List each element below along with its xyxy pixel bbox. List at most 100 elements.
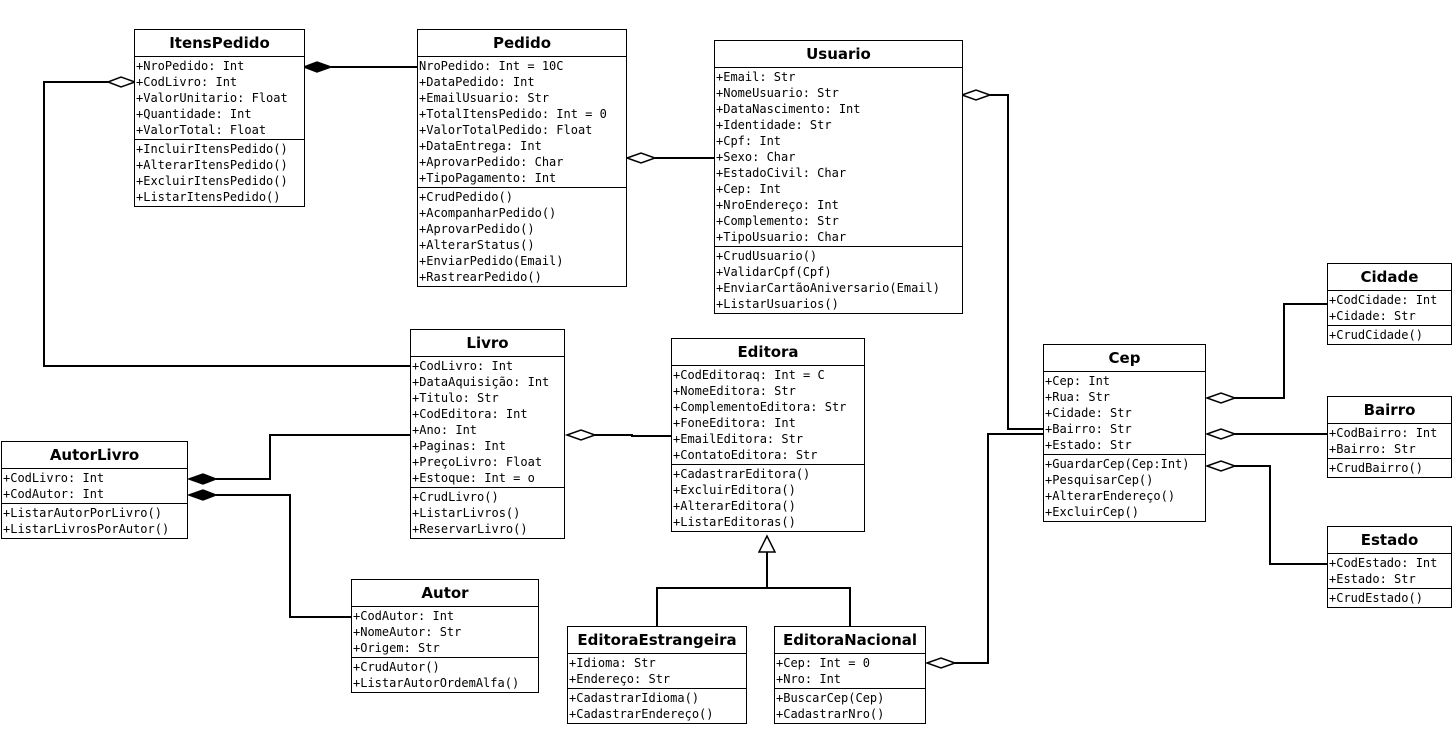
class-usuario: Usuario+Email: Str+NomeUsuario: Str+Data… <box>714 40 963 314</box>
class-method: +ListarItensPedido() <box>136 190 281 204</box>
class-attribute: +Cep: Int <box>1045 374 1111 388</box>
class-attribute: +CodAutor: Int <box>353 609 455 623</box>
class-name: Autor <box>352 580 538 607</box>
class-method: +CadastrarEditora() <box>673 467 811 481</box>
class-methods-section: +GuardarCep(Cep:Int)+PesquisarCep()+Alte… <box>1044 455 1205 521</box>
class-method: +CrudLivro() <box>412 490 499 504</box>
class-attribute: +Quantidade: Int <box>136 107 252 121</box>
link-itenspedido-livro <box>43 81 410 367</box>
class-method: +CadastrarNro() <box>776 707 885 721</box>
link-autorlivro-autor <box>216 494 351 618</box>
class-attribute: +Nro: Int <box>776 672 842 686</box>
class-methods-section: +CrudEstado() <box>1328 589 1451 607</box>
class-bairro: Bairro+CodBairro: Int+Bairro: Str+CrudBa… <box>1327 396 1452 478</box>
class-cidade: Cidade+CodCidade: Int+Cidade: Str+CrudCi… <box>1327 263 1452 345</box>
class-attributes-section: +CodEditoraq: Int = C+NomeEditora: Str+C… <box>672 366 864 465</box>
class-methods-section: +CrudCidade() <box>1328 326 1451 344</box>
class-attribute: +CodCidade: Int <box>1329 293 1438 307</box>
aggregation-diamond <box>1204 460 1238 472</box>
class-attribute: +Estoque: Int = o <box>412 471 535 485</box>
class-attribute: +Cidade: Str <box>1045 406 1132 420</box>
class-method: +ListarAutorOrdemAlfa() <box>353 676 520 690</box>
class-attribute: +Cpf: Int <box>716 134 782 148</box>
class-pedido: Pedido NroPedido: Int = 10C+DataPedido: … <box>417 29 627 287</box>
class-attribute: +Origem: Str <box>353 641 440 655</box>
class-methods-section: +CadastrarEditora() +ExcluirEditora() +Alt… <box>672 465 864 531</box>
class-livro: Livro+CodLivro: Int+DataAquisição: Int+T… <box>410 329 565 539</box>
class-name: Pedido <box>418 30 626 57</box>
class-attribute: +Sexo: Char <box>716 150 796 164</box>
class-method: +AlterarEndereço() <box>1045 489 1176 503</box>
link-livro-editora <box>595 434 671 437</box>
link-editora-generalization <box>656 552 851 626</box>
class-method: +ExcluirEditora() <box>673 483 796 497</box>
class-attribute: +NomeEditora: Str <box>673 384 796 398</box>
composition-diamond <box>301 61 334 73</box>
class-method: +ExcluirItensPedido() <box>136 174 288 188</box>
class-attribute: +ContatoEditora: Str <box>673 448 818 462</box>
class-attribute: +AprovarPedido: Char <box>419 155 564 169</box>
generalization-arrowhead <box>757 534 777 553</box>
class-method: +GuardarCep(Cep:Int) <box>1045 457 1190 471</box>
class-attribute: +NroEndereço: Int <box>716 198 839 212</box>
class-estado: Estado+CodEstado: Int+Estado: Str+CrudEs… <box>1327 526 1452 608</box>
class-name: Cep <box>1044 345 1205 372</box>
aggregation-diamond <box>959 89 993 101</box>
class-editoraestrangeira: EditoraEstrangeira+Idioma: Str+Endereço:… <box>567 626 747 724</box>
class-name: EditoraEstrangeira <box>568 627 746 654</box>
class-methods-section: +ListarAutorPorLivro() +ListarLivrosPorAu… <box>2 504 187 538</box>
class-method: +ExcluirCep() <box>1045 505 1139 519</box>
class-attribute: +NomeUsuario: Str <box>716 86 839 100</box>
class-methods-section: +BuscarCep(Cep) +CadastrarNro() <box>775 689 925 723</box>
class-attributes-section: +CodEstado: Int+Estado: Str <box>1328 554 1451 589</box>
class-attribute: +TipoPagamento: Int <box>419 171 557 185</box>
aggregation-diamond <box>924 657 958 669</box>
class-method: +CadastrarIdioma() <box>569 691 700 705</box>
link-usuario-cep <box>990 94 1043 430</box>
class-attribute: +TipoUsuario: Char <box>716 230 847 244</box>
class-method: +BuscarCep(Cep) <box>776 691 885 705</box>
class-editora: Editora+CodEditoraq: Int = C+NomeEditora… <box>671 338 865 532</box>
class-attribute: +Idioma: Str <box>569 656 656 670</box>
class-method: +AlterarEditora() <box>673 499 796 513</box>
class-method: +ListarLivrosPorAutor() <box>3 522 170 536</box>
class-method: +ReservarLivro() <box>412 522 528 536</box>
class-method: +CrudBairro() <box>1329 461 1423 475</box>
class-method: +ListarAutorPorLivro() <box>3 506 162 520</box>
class-method: +EnviarCartãoAniversario(Email) <box>716 281 940 295</box>
class-attribute: +CodBairro: Int <box>1329 426 1438 440</box>
class-name: AutorLivro <box>2 442 187 469</box>
class-attribute: +Cep: Int = 0 <box>776 656 870 670</box>
class-name: Editora <box>672 339 864 366</box>
class-attributes-section: +Email: Str+NomeUsuario: Str+DataNascime… <box>715 68 962 247</box>
class-attribute: +Cep: Int <box>716 182 782 196</box>
class-name: Usuario <box>715 41 962 68</box>
class-editoranacional: EditoraNacional +Cep: Int = 0 +Nro: Int +Bu… <box>774 626 926 724</box>
class-method: +EnviarPedido(Email) <box>419 254 564 268</box>
class-attribute: +NomeAutor: Str <box>353 625 462 639</box>
class-method: +IncluirItensPedido() <box>136 142 288 156</box>
class-cep: Cep+Cep: Int+Rua: Str+Cidade: Str+Bairro… <box>1043 344 1206 522</box>
class-attribute: +Bairro: Str <box>1329 442 1416 456</box>
class-method: +CrudCidade() <box>1329 328 1423 342</box>
class-attribute: +DataPedido: Int <box>419 75 535 89</box>
class-attribute: +Bairro: Str <box>1045 422 1132 436</box>
class-attribute: +CodLivro: Int <box>412 359 514 373</box>
class-attributes-section: +CodCidade: Int+Cidade: Str <box>1328 291 1451 326</box>
class-attribute: +DataAquisição: Int <box>412 375 550 389</box>
class-attribute: +Titulo: Str <box>412 391 499 405</box>
class-attribute: +ComplementoEditora: Str <box>673 400 847 414</box>
class-method: +RastrearPedido() <box>419 270 542 284</box>
class-attributes-section: +Cep: Int+Rua: Str+Cidade: Str+Bairro: S… <box>1044 372 1205 455</box>
link-cep-cidade <box>1235 303 1327 399</box>
class-attributes-section: +Idioma: Str+Endereço: Str <box>568 654 746 689</box>
class-name: EditoraNacional <box>775 627 925 654</box>
class-attribute: +Estado: Str <box>1329 572 1416 586</box>
class-method: +ValidarCpf(Cpf) <box>716 265 832 279</box>
class-method: +CadastrarEndereço() <box>569 707 714 721</box>
class-attribute: +CodAutor: Int <box>3 487 105 501</box>
aggregation-diamond <box>564 429 598 441</box>
class-attribute: +EstadoCivil: Char <box>716 166 847 180</box>
class-attribute: +ValorUnitario: Float <box>136 91 288 105</box>
class-method: +AlterarItensPedido() <box>136 158 288 172</box>
